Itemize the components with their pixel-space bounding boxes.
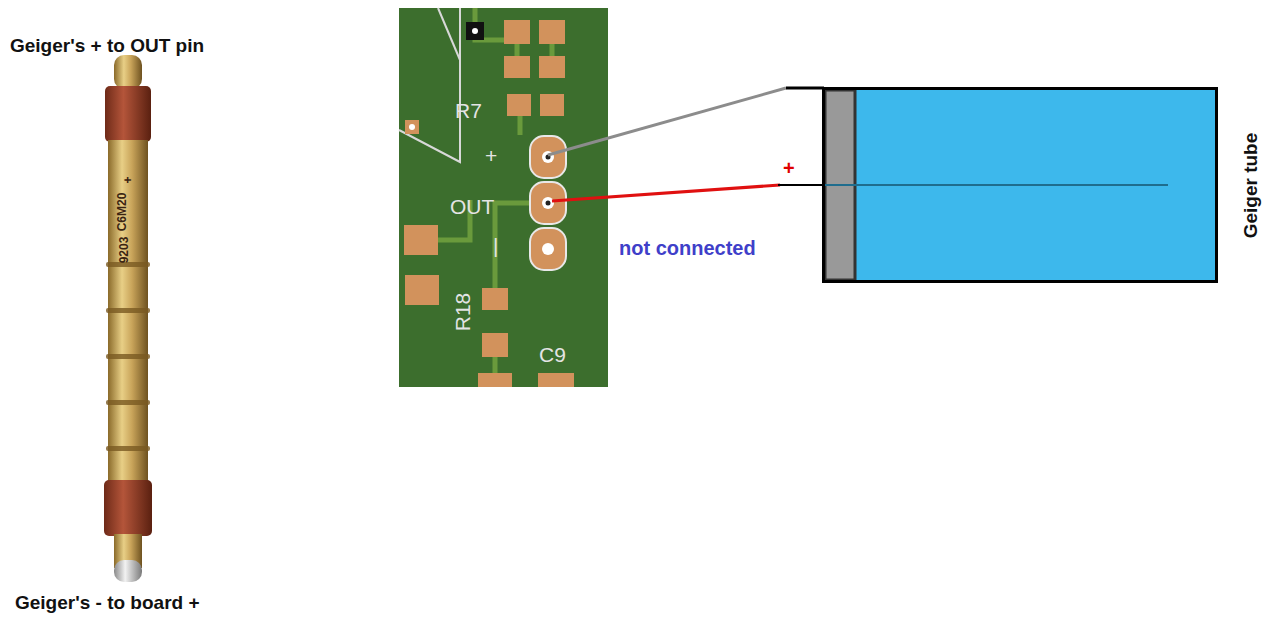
tube-title: Geiger tube <box>1241 132 1260 238</box>
note-label: Geiger's - to board + <box>15 593 200 612</box>
tube-marking: C6M20 <box>116 193 128 232</box>
silkscreen-label: | <box>493 235 498 256</box>
silkscreen-label: R7 <box>455 100 482 121</box>
geiger-tube-box: Geiger tube <box>822 87 1218 283</box>
tube-marking: + <box>122 176 134 183</box>
note-label: Geiger's + to OUT pin <box>10 36 204 55</box>
wire <box>778 184 824 186</box>
geiger-tube-photo <box>104 55 152 582</box>
note-label: + <box>783 158 795 178</box>
wire <box>786 87 824 90</box>
pcb-board <box>399 8 608 387</box>
silkscreen-label: R18 <box>452 293 473 332</box>
silkscreen-label: OUT <box>450 196 494 217</box>
tube-marking: 9203 <box>118 237 130 264</box>
wire <box>548 88 786 155</box>
silkscreen-label: C9 <box>539 344 566 365</box>
tube-inner <box>825 90 1215 280</box>
silkscreen-label: + <box>485 145 497 166</box>
wire <box>552 185 780 201</box>
note-label: not connected <box>619 238 756 258</box>
